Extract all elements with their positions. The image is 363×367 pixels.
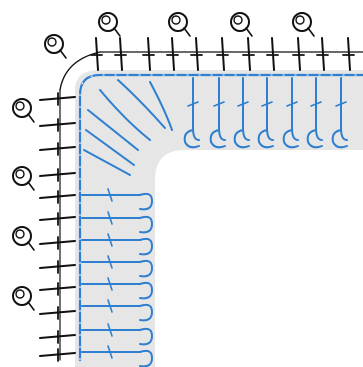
blue-stitch-top xyxy=(192,77,200,141)
chain-loop-left xyxy=(139,327,153,346)
picot-icon-stem xyxy=(245,27,253,37)
picot-icon-inner xyxy=(233,15,243,25)
picot-icon-stem xyxy=(113,27,121,37)
chain-loop-left xyxy=(139,237,153,256)
picot-icon-stem xyxy=(183,27,191,37)
chain-loop-left xyxy=(139,303,153,322)
blue-stitch-left-bar xyxy=(107,188,113,202)
picot-icon-inner xyxy=(101,15,111,25)
chain-loop-top xyxy=(233,129,250,149)
blue-stitch-bar xyxy=(237,101,249,107)
blue-stitch-left-bar xyxy=(107,299,113,313)
picot-icon-inner xyxy=(15,101,25,111)
picot-icon-inner xyxy=(171,15,181,25)
black-stitch-top xyxy=(321,37,325,71)
black-stitch-top xyxy=(195,37,199,71)
blue-stitch-left-bar xyxy=(107,211,113,225)
picot-icon-stem xyxy=(27,181,35,191)
chain-loop-top xyxy=(183,129,200,149)
chain-loop-left xyxy=(139,281,153,300)
chain-loop-left xyxy=(139,259,153,278)
corner-stitch-6 xyxy=(149,81,173,131)
chain-loop-top xyxy=(257,129,274,149)
blue-stitch-top xyxy=(291,77,299,141)
blue-stitch-left-bar xyxy=(107,255,113,269)
black-stitch-top xyxy=(347,37,351,71)
blue-stitch-bar xyxy=(286,101,298,107)
picot-icon-inner xyxy=(47,37,57,47)
black-stitch-top xyxy=(297,37,301,71)
blue-stitch-bar xyxy=(187,101,199,107)
picot-icon-inner xyxy=(15,169,25,179)
blue-stitch-left-bar xyxy=(107,233,113,247)
black-stitch-top xyxy=(95,37,99,71)
chain-loop-top xyxy=(209,129,226,149)
picot-icon-stem xyxy=(27,113,35,123)
blue-stitch-top xyxy=(266,77,274,141)
blue-stitch-bar xyxy=(310,101,322,107)
blue-stitch-top xyxy=(242,77,250,141)
chain-loop-left xyxy=(139,215,153,234)
corner-stitch-1 xyxy=(117,79,166,129)
picot-icon-stem xyxy=(27,301,35,311)
blue-stitch-bar xyxy=(261,101,273,107)
base-row-gaps xyxy=(79,74,363,360)
black-stitch-top xyxy=(147,37,151,71)
chain-loop-top xyxy=(282,129,299,149)
blue-stitch-top xyxy=(315,77,323,141)
corner-stitch-2 xyxy=(99,89,151,141)
blue-stitch-bar xyxy=(335,101,347,107)
picot-icon-stem xyxy=(59,49,67,59)
chain-loop-top xyxy=(306,129,323,149)
black-stitch-top xyxy=(171,37,175,71)
blue-stitch-top xyxy=(218,77,226,141)
chain-loop-left xyxy=(139,192,153,211)
blue-stitch-left-bar xyxy=(107,345,113,359)
corner-stitch-5 xyxy=(83,149,131,176)
corner-stitch-4 xyxy=(85,129,135,166)
picot-icon-inner xyxy=(295,15,305,25)
picot-icon-stem xyxy=(27,241,35,251)
black-stitch-top xyxy=(119,37,123,71)
chain-loop-left xyxy=(139,349,153,367)
picot-icon-stem xyxy=(307,27,315,37)
chain-loop-top xyxy=(331,129,348,149)
blue-stitch-left-bar xyxy=(107,323,113,337)
black-chain-corner xyxy=(59,51,101,91)
blue-stitch-top xyxy=(340,77,348,141)
fabric-band xyxy=(75,70,363,367)
corner-stitch-3 xyxy=(87,109,139,151)
black-stitch-top xyxy=(271,37,275,71)
blue-stitch-left-bar xyxy=(107,277,113,291)
picot-icon-inner xyxy=(15,229,25,239)
black-stitch-top xyxy=(221,37,225,71)
blue-stitch-bar xyxy=(213,101,225,107)
black-stitch-top xyxy=(247,37,251,71)
picot-icon-inner xyxy=(15,289,25,299)
